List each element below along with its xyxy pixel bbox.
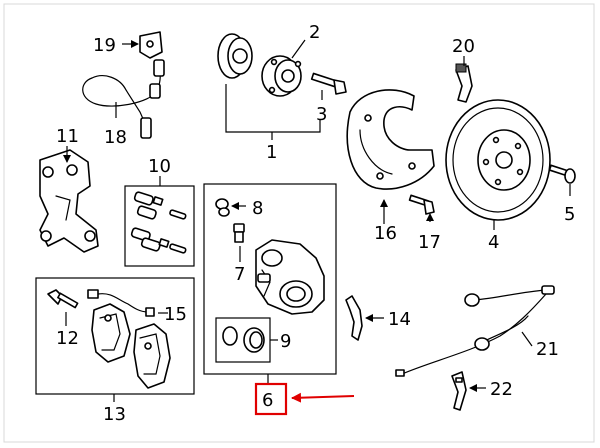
part-5-screw[interactable] <box>548 164 576 196</box>
part-21-sensor-harness[interactable] <box>395 285 555 377</box>
label-3: 3 <box>316 104 327 125</box>
part-13-brake-pads[interactable] <box>91 303 171 389</box>
label-15: 15 <box>164 304 187 325</box>
part-3-bolt[interactable] <box>310 72 347 100</box>
label-14: 14 <box>388 309 411 330</box>
label-16: 16 <box>374 223 397 244</box>
label-22: 22 <box>490 379 513 400</box>
label-1: 1 <box>266 142 277 163</box>
label-21: 21 <box>536 339 559 360</box>
box-part-6 <box>203 183 337 375</box>
part-8-bleeder-cap[interactable] <box>215 198 246 217</box>
part-18-sensor-wire[interactable] <box>82 59 165 139</box>
label-7: 7 <box>234 264 245 285</box>
part-15-wear-sensor[interactable] <box>87 289 168 317</box>
part-16-dust-shield[interactable] <box>346 89 435 224</box>
label-12: 12 <box>56 328 79 349</box>
label-20: 20 <box>452 36 475 57</box>
label-4: 4 <box>488 232 499 253</box>
highlight-box-6 <box>254 382 288 416</box>
label-8: 8 <box>252 198 263 219</box>
part-10-guide-pins[interactable] <box>130 191 187 254</box>
part-22-clip[interactable] <box>451 371 486 411</box>
part-6-caliper-body[interactable] <box>255 239 325 315</box>
part-11-caliper-carrier[interactable] <box>39 146 99 253</box>
label-2: 2 <box>309 22 320 43</box>
label-18: 18 <box>104 127 127 148</box>
label-17: 17 <box>418 232 441 253</box>
part-2-hub[interactable] <box>217 33 306 97</box>
label-6: 6 <box>262 390 273 411</box>
part-17-bolt[interactable] <box>408 194 435 222</box>
label-5: 5 <box>564 204 575 225</box>
box-part-10 <box>124 185 195 267</box>
part-20-speed-sensor[interactable] <box>455 56 473 103</box>
box-part-13 <box>35 277 195 395</box>
part-4-rotor[interactable] <box>445 99 551 230</box>
highlight-arrow <box>291 392 355 403</box>
label-10: 10 <box>148 156 171 177</box>
label-19: 19 <box>93 35 116 56</box>
part-12-bolt[interactable] <box>47 289 79 326</box>
diagram-frame <box>3 3 595 443</box>
part-7-bleeder-screw[interactable] <box>233 223 245 262</box>
label-9: 9 <box>280 331 291 352</box>
part-9-seal-kit[interactable] <box>222 326 265 353</box>
label-13: 13 <box>103 404 126 425</box>
label-11: 11 <box>56 126 79 147</box>
part-19-bracket[interactable] <box>122 31 163 59</box>
part-1-group-bracket <box>225 84 321 133</box>
part-14-spring-clip[interactable] <box>345 295 384 341</box>
